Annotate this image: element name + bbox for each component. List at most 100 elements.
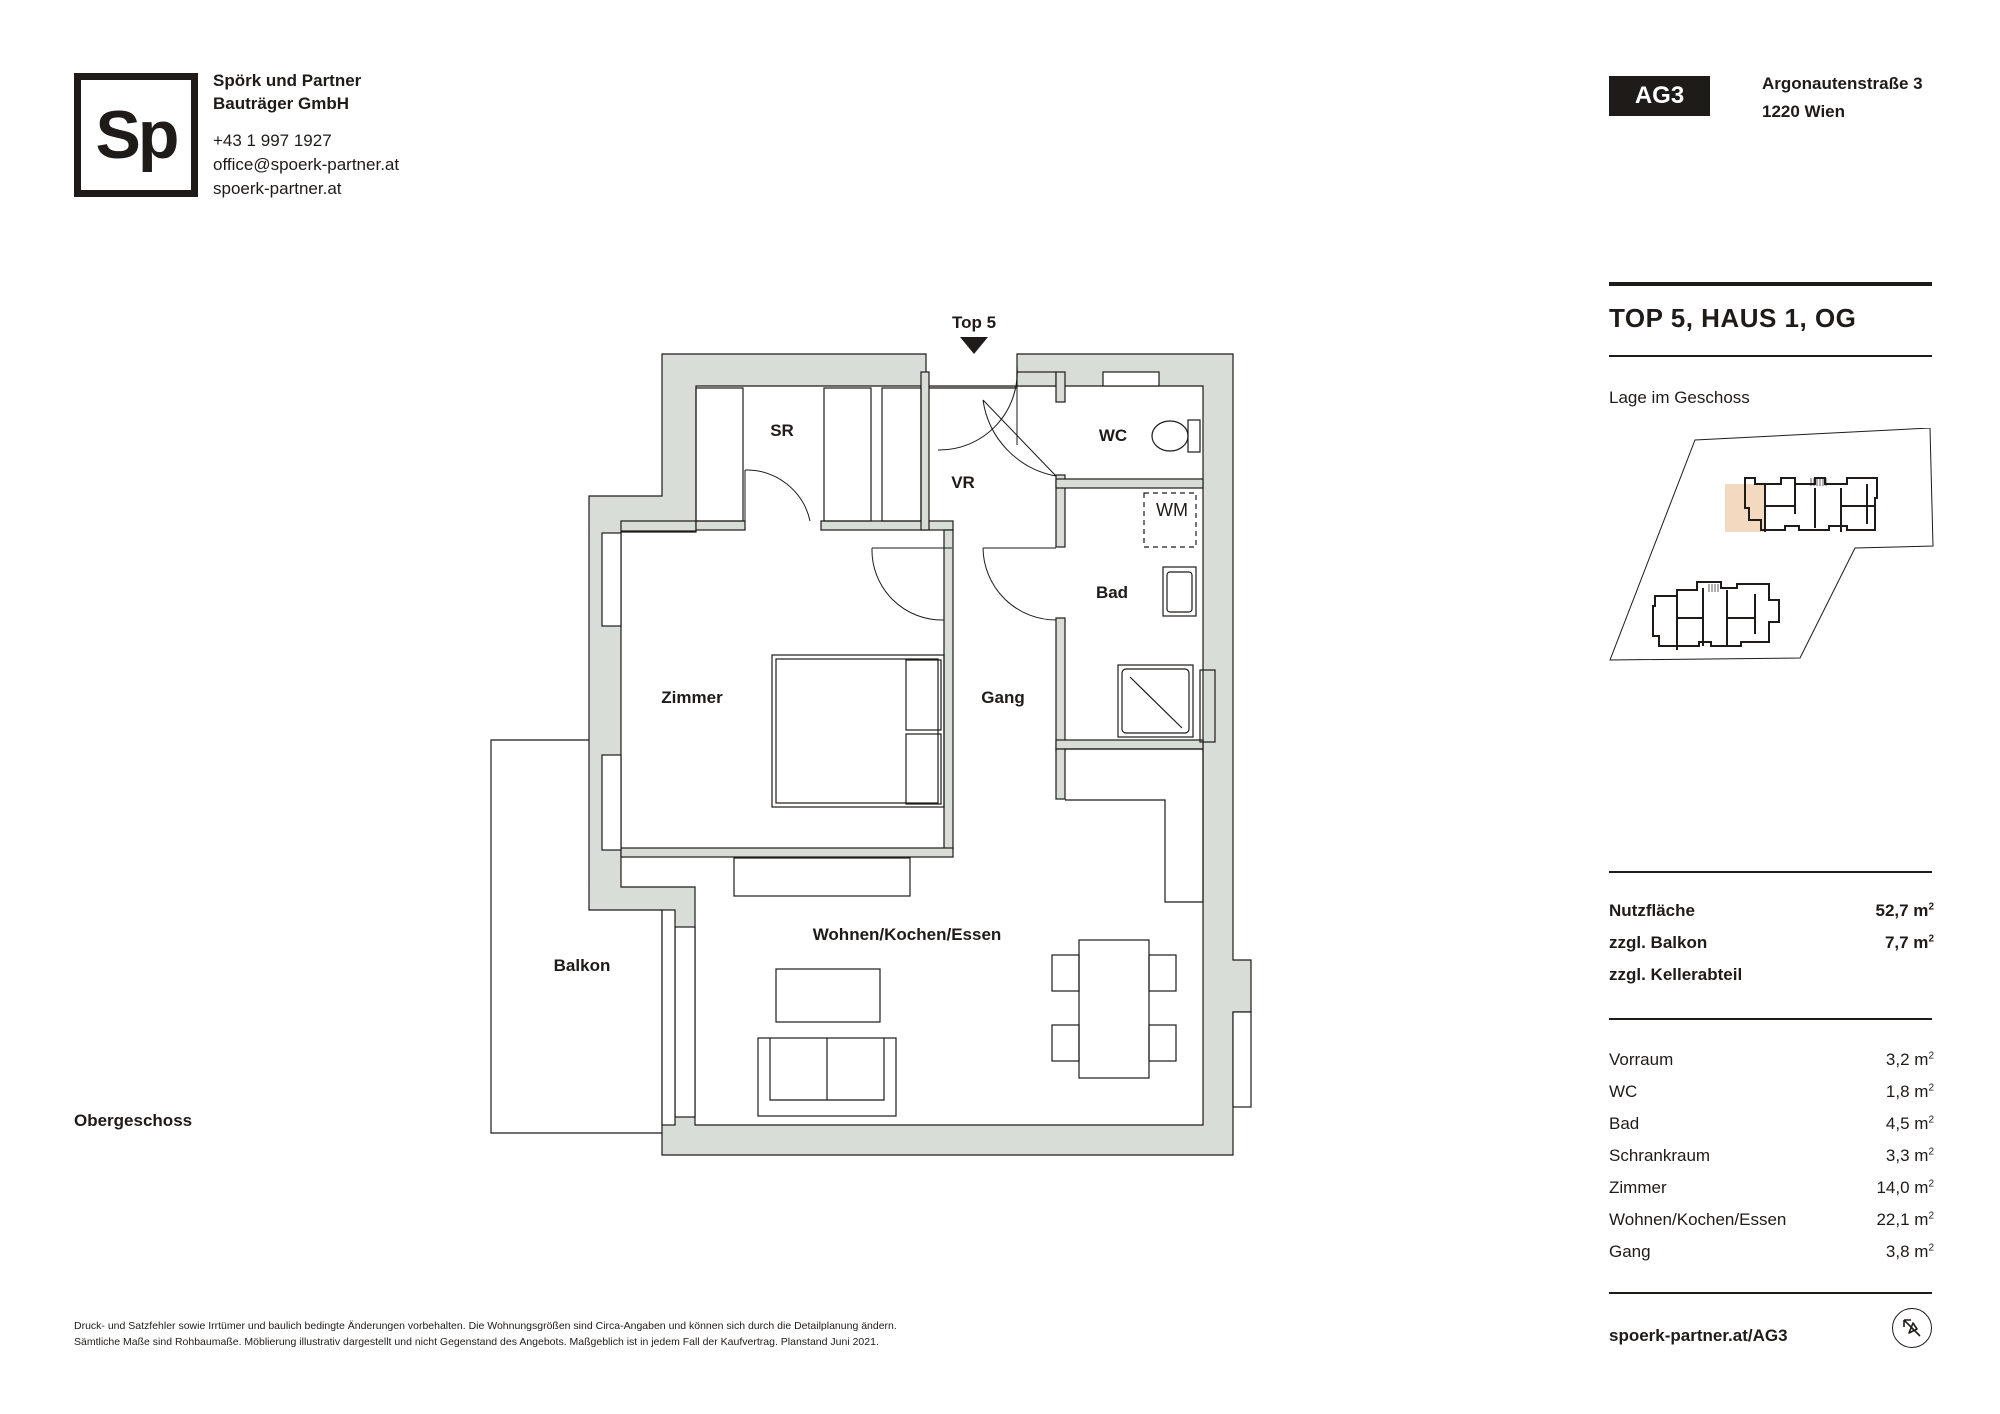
shower-icon xyxy=(1117,664,1194,738)
sofa-cushions xyxy=(769,1038,885,1101)
wall xyxy=(1055,478,1204,489)
wall xyxy=(620,520,697,532)
building-1 xyxy=(1744,477,1878,531)
wall xyxy=(1055,617,1066,752)
shower-tray xyxy=(1121,668,1190,734)
sink-basin xyxy=(1166,571,1193,613)
phone: +43 1 997 1927 xyxy=(213,131,332,150)
window xyxy=(1102,371,1160,387)
floor-plan: Top 5 SR VR WC WM Bad Zimmer Gang Wohnen… xyxy=(490,313,1252,1156)
title-rule xyxy=(1609,282,1932,286)
radiator xyxy=(1199,669,1216,743)
room-label-bad: Bad xyxy=(1096,583,1128,602)
total-nutzflaeche: Nutzfläche 52,7 m2 xyxy=(1609,901,1934,920)
pillow xyxy=(905,733,942,805)
divider xyxy=(1609,1018,1932,1020)
room-label-balkon: Balkon xyxy=(554,956,611,975)
wall xyxy=(1055,474,1066,548)
wall xyxy=(920,371,930,531)
wall xyxy=(820,520,954,531)
wall xyxy=(1055,739,1204,750)
site-outline xyxy=(1609,428,1934,661)
kitchen-counter xyxy=(733,857,911,897)
email-link[interactable]: office@spoerk-partner.at xyxy=(213,155,400,174)
stair-1 xyxy=(1810,478,1827,486)
window xyxy=(601,754,622,851)
bed xyxy=(775,658,939,804)
wall xyxy=(1055,371,1066,403)
room-label-vr: VR xyxy=(951,473,975,492)
toilet-icon xyxy=(1151,420,1189,452)
window xyxy=(674,926,696,1118)
chair xyxy=(1051,1024,1080,1062)
door-zimmer xyxy=(871,547,952,621)
wardrobe xyxy=(881,387,922,522)
room-label-gang: Gang xyxy=(981,688,1024,707)
total-kellerabteil: zzgl. Kellerabteil xyxy=(1609,965,1743,984)
lage-label: Lage im Geschoss xyxy=(1609,388,1750,407)
building-2-inner xyxy=(1676,588,1756,650)
project-code-badge: AG3 xyxy=(1609,76,1710,116)
logo-text: Sp xyxy=(95,97,180,173)
chair xyxy=(1051,954,1080,992)
chair xyxy=(1148,1024,1177,1062)
window xyxy=(1232,1011,1252,1108)
wall xyxy=(1016,371,1057,387)
project-address: Argonautenstraße 3 1220 Wien xyxy=(1762,74,1923,121)
room-label-zimmer: Zimmer xyxy=(661,688,723,707)
room-label-wc: WC xyxy=(1099,426,1127,445)
bed xyxy=(771,654,945,808)
project-web-link[interactable]: spoerk-partner.at/AG3 xyxy=(1609,1326,1788,1345)
washing-machine-icon xyxy=(1143,492,1197,548)
wall xyxy=(620,847,954,858)
divider xyxy=(1609,1292,1932,1294)
entrance-label: Top 5 xyxy=(952,313,996,332)
balcony-outline xyxy=(490,739,662,1134)
total-balkon: zzgl. Balkon 7,7 m2 xyxy=(1609,933,1934,952)
kitchen-unit xyxy=(1065,748,1204,903)
door-sr xyxy=(744,469,811,522)
wardrobe xyxy=(823,387,872,522)
wall xyxy=(943,529,954,851)
north-arrow-icon xyxy=(1892,1308,1932,1348)
disclaimer: Druck- und Satzfehler sowie Irrtümer und… xyxy=(74,1320,897,1348)
wall xyxy=(695,520,746,531)
room-label-sr: SR xyxy=(770,421,794,440)
window xyxy=(601,532,622,627)
coffee-table xyxy=(775,968,881,1023)
building-1-inner xyxy=(1764,484,1875,532)
dining-table xyxy=(1078,939,1150,1079)
divider xyxy=(1609,355,1932,357)
toilet-tank xyxy=(1187,419,1201,453)
key-plan xyxy=(1609,428,1934,661)
door-bad xyxy=(982,547,1057,621)
stair-2 xyxy=(1708,584,1719,592)
level-label: Obergeschoss xyxy=(74,1111,193,1130)
shower-drain xyxy=(1129,676,1183,729)
divider xyxy=(1609,871,1932,873)
wall xyxy=(1055,748,1066,800)
chair xyxy=(1148,954,1177,992)
company-logo: Sp xyxy=(74,73,198,197)
building-2 xyxy=(1652,581,1780,647)
entrance-arrow-icon xyxy=(960,337,988,354)
sink-icon xyxy=(1162,566,1197,617)
door-wc xyxy=(982,399,1057,477)
website-link[interactable]: spoerk-partner.at xyxy=(213,179,342,198)
wardrobe xyxy=(695,387,744,522)
room-label-wm: WM xyxy=(1156,500,1188,520)
room-label-wohnen: Wohnen/Kochen/Essen xyxy=(813,925,1002,944)
unit-title: TOP 5, HAUS 1, OG xyxy=(1609,303,1857,333)
window xyxy=(661,909,676,1126)
company-name: Spörk und Partner Bauträger GmbH xyxy=(213,71,362,113)
company-contact: +43 1 997 1927 office@spoerk-partner.at … xyxy=(213,129,399,201)
pillow xyxy=(905,659,942,731)
door-entrance xyxy=(937,365,1018,451)
